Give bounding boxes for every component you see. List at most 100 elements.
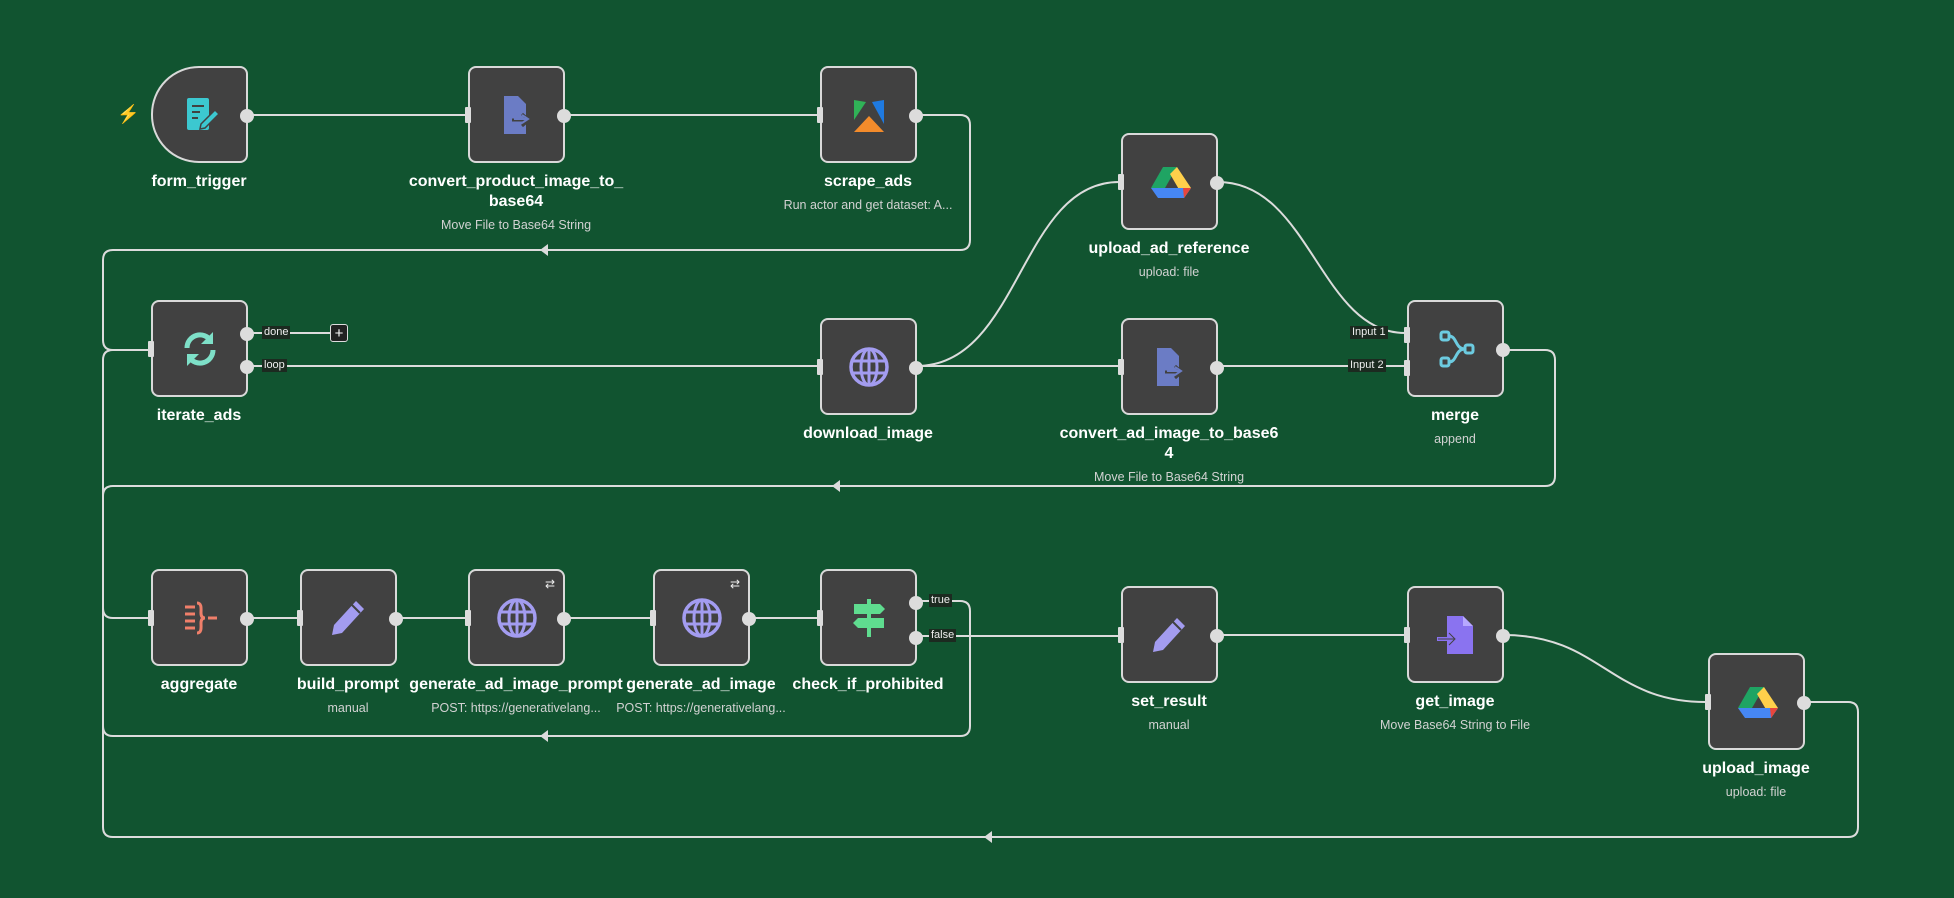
input-handle[interactable] xyxy=(1118,359,1124,375)
output-handle[interactable] xyxy=(909,361,923,375)
output-handle[interactable] xyxy=(1496,629,1510,643)
input-handle[interactable] xyxy=(465,107,471,123)
node-set-result[interactable] xyxy=(1118,586,1224,683)
output-handle[interactable] xyxy=(909,631,923,645)
node-merge[interactable] xyxy=(1404,300,1510,397)
node-label: check_if_prohibited xyxy=(758,675,978,695)
port-label-loop: loop xyxy=(262,359,287,372)
node-scrape-ads[interactable] xyxy=(817,66,923,163)
input-handle[interactable] xyxy=(817,610,823,626)
node-download-image[interactable] xyxy=(817,318,923,415)
edge-arrow xyxy=(984,831,992,843)
output-handle[interactable] xyxy=(1210,629,1224,643)
node-generate-prompt[interactable]: ⇄ xyxy=(465,569,571,666)
edge-true-to-iterate xyxy=(102,600,971,737)
trigger-bolt-icon: ⚡ xyxy=(117,104,140,124)
node-label: form_trigger xyxy=(89,172,309,192)
output-handle[interactable] xyxy=(240,109,254,123)
output-handle[interactable] xyxy=(240,612,254,626)
node-label: iterate_ads xyxy=(89,406,309,426)
output-handle[interactable] xyxy=(240,360,254,374)
input-handle[interactable] xyxy=(1404,627,1410,643)
node-subtitle: Move File to Base64 String xyxy=(1093,470,1245,484)
port-label-true: true xyxy=(929,594,952,607)
output-handle[interactable] xyxy=(909,596,923,610)
node-aggregate[interactable] xyxy=(148,569,254,666)
output-handle[interactable] xyxy=(742,612,756,626)
signpost-icon xyxy=(852,598,885,637)
node-get-image[interactable] xyxy=(1404,586,1510,683)
globe-icon xyxy=(848,346,889,387)
retry-icon: ⇄ xyxy=(729,577,740,591)
edge-arrow xyxy=(540,244,548,256)
output-handle[interactable] xyxy=(240,327,254,341)
add-node-button[interactable]: + xyxy=(330,324,348,342)
node-title: aggregate xyxy=(160,676,238,693)
apify-icon xyxy=(853,99,884,132)
node-convert-ad-image[interactable] xyxy=(1118,318,1224,415)
input-handle[interactable] xyxy=(1118,174,1124,190)
input-handle[interactable] xyxy=(297,610,303,626)
node-build-prompt[interactable] xyxy=(297,569,403,666)
loop-icon xyxy=(183,331,216,366)
file-import-icon xyxy=(1436,615,1473,654)
input-handle[interactable] xyxy=(465,610,471,626)
input-handle[interactable] xyxy=(817,359,823,375)
output-handle[interactable] xyxy=(557,612,571,626)
input-handle[interactable] xyxy=(1404,327,1410,343)
node-title: download_image xyxy=(803,425,933,442)
input-handle[interactable] xyxy=(148,610,154,626)
node-subtitle: Move Base64 String to File xyxy=(1379,718,1531,732)
input-handle[interactable] xyxy=(1705,694,1711,710)
node-convert-product[interactable] xyxy=(465,66,571,163)
node-title: iterate_ads xyxy=(156,407,242,424)
node-title: generate_ad_image_prompt xyxy=(409,676,623,693)
node-form-trigger[interactable] xyxy=(151,66,254,163)
node-subtitle: append xyxy=(1434,432,1476,446)
output-handle[interactable] xyxy=(1210,361,1224,375)
node-upload-image[interactable] xyxy=(1705,653,1811,750)
edge-get-image-to-upload-image xyxy=(1503,634,1707,703)
edge-download-to-upload-ref xyxy=(916,181,1120,367)
node-subtitle: Move File to Base64 String xyxy=(440,218,592,232)
node-subtitle: upload: file xyxy=(1138,265,1200,279)
edge-arrow xyxy=(540,730,548,742)
output-handle[interactable] xyxy=(909,109,923,123)
edge-upload-image-to-iterate xyxy=(102,349,1859,838)
file-convert-icon xyxy=(1156,347,1184,386)
edge-arrow xyxy=(832,480,840,492)
port-label-input-2: Input 2 xyxy=(1348,359,1386,372)
input-handle[interactable] xyxy=(1118,627,1124,643)
output-handle[interactable] xyxy=(557,109,571,123)
globe-icon xyxy=(681,597,722,638)
node-title: convert_ad_image_to_base64 xyxy=(1059,425,1279,462)
node-check-if-prohibited[interactable] xyxy=(817,569,923,666)
output-handle[interactable] xyxy=(1210,176,1224,190)
node-title: scrape_ads xyxy=(823,173,913,190)
pencil-icon xyxy=(1152,617,1185,652)
node-title: check_if_prohibited xyxy=(792,676,944,693)
edge-merge-to-aggregate xyxy=(102,349,1556,619)
input-handle[interactable] xyxy=(1404,360,1410,376)
node-title: generate_ad_image xyxy=(626,676,776,693)
input-handle[interactable] xyxy=(650,610,656,626)
node-title: upload_ad_reference xyxy=(1088,240,1250,257)
node-iterate-ads[interactable] xyxy=(148,300,254,397)
form-icon xyxy=(186,97,220,130)
output-handle[interactable] xyxy=(1496,343,1510,357)
node-title: set_result xyxy=(1131,693,1207,710)
pencil-icon xyxy=(331,600,364,635)
output-handle[interactable] xyxy=(1797,696,1811,710)
node-title: convert_product_image_to_base64 xyxy=(408,173,624,210)
output-handle[interactable] xyxy=(389,612,403,626)
node-upload-ad-reference[interactable] xyxy=(1118,133,1224,230)
node-generate-image[interactable]: ⇄ xyxy=(650,569,756,666)
input-handle[interactable] xyxy=(148,341,154,357)
input-handle[interactable] xyxy=(817,107,823,123)
